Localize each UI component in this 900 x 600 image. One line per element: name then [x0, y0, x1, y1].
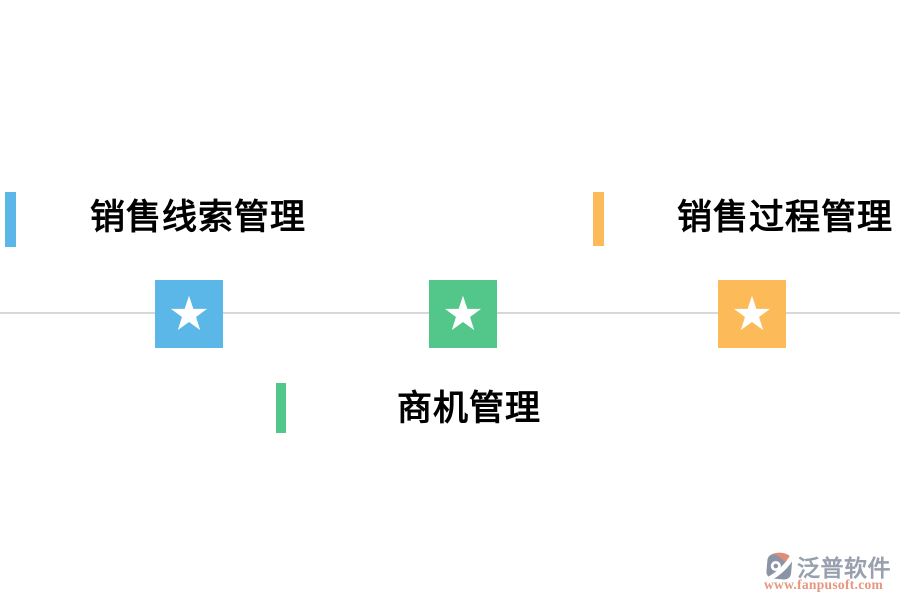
star-tile-green — [429, 280, 497, 348]
fanpu-logo-icon — [766, 552, 794, 580]
accent-bar-sales-lead — [5, 192, 16, 247]
star-icon — [733, 295, 771, 331]
accent-bar-opportunity — [276, 383, 286, 433]
brand-url: www.fanpusoft.com — [764, 577, 884, 592]
feature-label-sales-lead: 销售线索管理 — [90, 198, 307, 237]
star-tile-orange — [718, 280, 786, 348]
star-tile-blue — [155, 280, 223, 348]
fanpu-watermark: 泛普软件 www.fanpusoft.com — [764, 550, 900, 593]
star-icon — [444, 295, 482, 331]
brand-name: 泛普软件 — [797, 555, 891, 581]
feature-label-opportunity: 商机管理 — [397, 389, 542, 428]
star-icon — [170, 295, 208, 331]
feature-label-sales-process: 销售过程管理 — [677, 198, 894, 237]
watermark-brand-row: 泛普软件 — [764, 550, 900, 582]
accent-bar-sales-process — [593, 192, 604, 246]
